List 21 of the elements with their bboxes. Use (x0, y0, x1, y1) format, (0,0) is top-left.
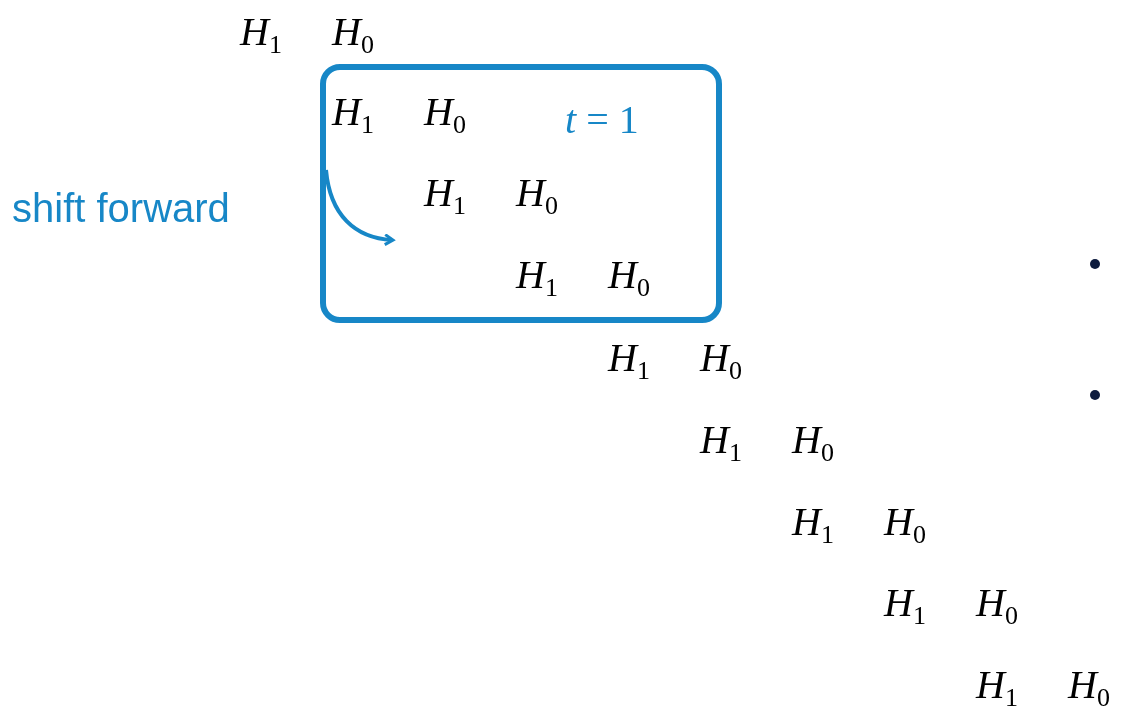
variable-label: H$_{1}$ (516, 253, 558, 297)
variable-label: H$_{0}$ (792, 418, 834, 462)
variable-label: H$_{1}$ (240, 10, 282, 54)
rounded-frame (320, 64, 722, 323)
variable-label: H$_{0}$ (884, 499, 926, 544)
variable-label: H$_{0}$ (332, 10, 374, 54)
variable-label: H$_{1}$ (976, 662, 1018, 706)
variable-label: H$_{0}$ (608, 253, 650, 297)
variable-label: H$_{1}$ (332, 90, 374, 134)
variable-label: H$_{0}$ (516, 171, 558, 215)
variable-label: H$_{1}$ (424, 171, 466, 215)
variable-label: H$_{0}$ (700, 336, 742, 381)
annotation-text: shift forward (12, 186, 230, 230)
variable-label: H$_{1}$ (884, 581, 926, 626)
variable-label: H$_{0}$ (1068, 662, 1110, 706)
variable-label: H$_{0}$ (424, 90, 466, 134)
variable-label: H$_{0}$ (976, 581, 1018, 626)
time-label: t = 1 (565, 98, 639, 142)
variable-label: H$_{1}$ (700, 418, 742, 462)
variable-label: H$_{1}$ (792, 499, 834, 544)
variable-label: H$_{1}$ (608, 336, 650, 381)
